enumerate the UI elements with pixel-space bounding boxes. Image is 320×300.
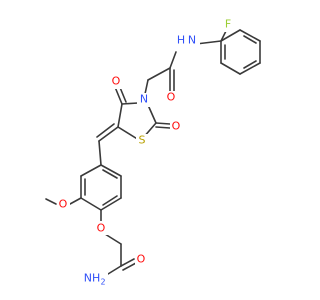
bonds [45, 29, 261, 275]
atom-fluorine: F [225, 18, 231, 31]
atom-oxygen-ring-2: O [172, 120, 181, 133]
atom-oxygen-amide: O [167, 91, 176, 104]
atom-amine-nitrogen: NH [84, 272, 101, 285]
structure-canvas: F N H O N O O S O O O NH 2 [45, 18, 261, 287]
atom-oxygen-ether: O [97, 222, 106, 235]
atom-oxygen-ring-4: O [112, 75, 121, 88]
molecule-diagram: F N H O N O O S O O O NH 2 [45, 18, 261, 287]
atom-labels: F N H O N O O S O O O NH 2 [57, 18, 234, 287]
atom-amine-subscript: 2 [100, 278, 105, 287]
atom-oxygen-carbonyl: O [137, 253, 146, 266]
atom-sulfur: S [139, 134, 146, 147]
atom-oxygen-methoxy: O [59, 198, 68, 211]
atom-nitrogen-amide: N [188, 34, 196, 47]
atom-nitrogen-ring: N [140, 93, 148, 106]
atom-hydrogen-amide: H [177, 34, 185, 47]
